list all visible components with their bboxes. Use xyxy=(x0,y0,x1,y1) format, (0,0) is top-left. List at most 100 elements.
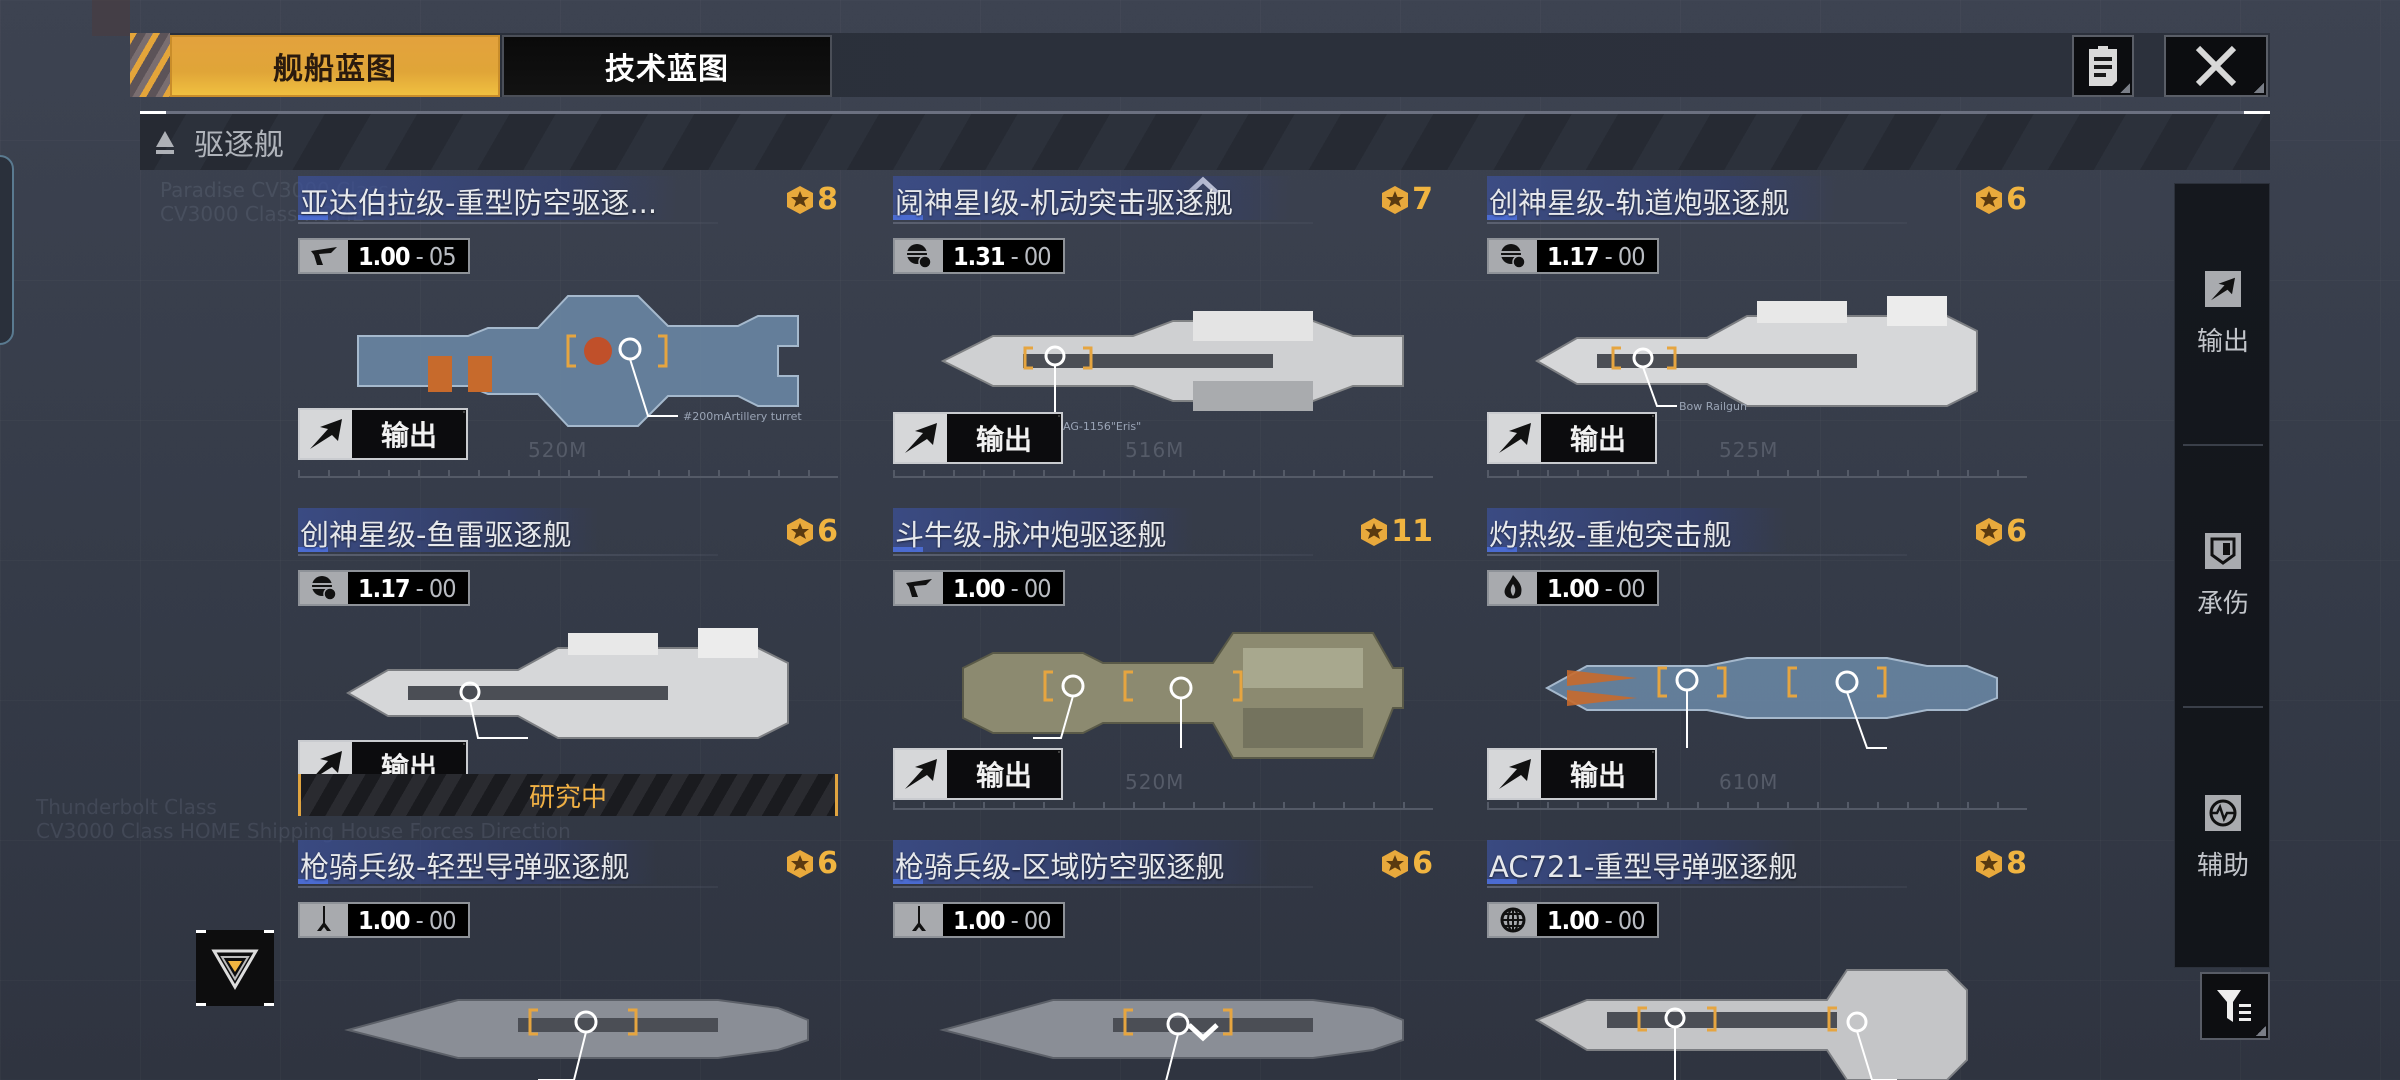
output-label: 输出 xyxy=(1541,750,1655,798)
svg-text:#200mArtillery turret: #200mArtillery turret xyxy=(683,410,802,423)
output-button[interactable]: 输出 xyxy=(1487,412,1657,464)
stat-badge: 1.00 - 00 xyxy=(298,902,470,938)
output-arrow-icon xyxy=(310,419,342,449)
ship-name: 亚达伯拉级-重型防空驱逐... xyxy=(300,186,658,220)
guide-line xyxy=(298,222,718,224)
divider xyxy=(2183,444,2263,446)
output-arrow-icon xyxy=(905,423,937,453)
stat-badge: 1.31 - 00 xyxy=(893,238,1065,274)
ship-blueprint-image xyxy=(1544,657,1998,749)
ship-card[interactable]: 枪骑兵级-轻型导弹驱逐舰 6 1.00 - 00 xyxy=(298,840,838,1080)
ship-card[interactable]: 亚达伯拉级-重型防空驱逐... 8 1.00 - 05 #200mArtille… xyxy=(298,176,838,486)
ship-image xyxy=(345,628,789,739)
ship-name: 灼热级-重炮突击舰 xyxy=(1489,518,1732,552)
output-button[interactable]: 输出 xyxy=(893,412,1063,464)
gear-shield-icon xyxy=(907,244,932,269)
rank-badge: 8 xyxy=(1974,846,2027,881)
rank-badge: 6 xyxy=(785,514,838,549)
ship-blueprint-image: #200mArtillery turret xyxy=(357,295,802,427)
corner-decoration xyxy=(92,0,130,36)
output-arrow-icon xyxy=(1499,759,1531,789)
ship-name: 阋神星I级-机动突击驱逐舰 xyxy=(895,186,1234,220)
section-title: 驱逐舰 xyxy=(194,128,284,163)
rank-value: 8 xyxy=(2006,846,2027,881)
length-label: 610M xyxy=(1719,770,1779,794)
filter-support[interactable]: 辅助 xyxy=(2175,708,2271,968)
filter-label: 辅助 xyxy=(2196,850,2249,881)
stat-badge: 1.17 - 00 xyxy=(1487,238,1659,274)
rank-value: 11 xyxy=(1391,514,1433,549)
stat-main: 1.00 xyxy=(953,573,1005,603)
length-label: 516M xyxy=(1125,438,1185,462)
output-arrow-icon xyxy=(1499,423,1531,453)
ship-card[interactable]: 灼热级-重炮突击舰 6 1.00 - 00 610M 输出 xyxy=(1487,508,2027,818)
tab-tech-blueprint[interactable]: 技术蓝图 xyxy=(502,35,832,97)
stat-main: 1.31 xyxy=(953,241,1005,271)
stat-badge: 1.00 - 00 xyxy=(1487,902,1659,938)
ship-card[interactable]: 阋神星I级-机动突击驱逐舰 7 1.31 - 00 AG-1156"Eris" … xyxy=(893,176,1433,486)
rank-badge: 11 xyxy=(1359,514,1433,549)
section-header-destroyer[interactable]: 驱逐舰 xyxy=(140,114,2270,170)
output-arrow-icon xyxy=(310,751,342,781)
stat-sub: 00 xyxy=(1023,905,1052,935)
scale-ruler xyxy=(298,464,838,478)
rank-value: 6 xyxy=(817,514,838,549)
rank-star-icon xyxy=(787,849,814,878)
tab-ship-blueprint[interactable]: 舰船蓝图 xyxy=(170,35,500,97)
tab-label: 技术蓝图 xyxy=(605,52,729,87)
rank-badge: 6 xyxy=(1974,514,2027,549)
output-button[interactable]: 输出 xyxy=(298,408,468,460)
svg-text:AG-1156"Eris": AG-1156"Eris" xyxy=(1063,420,1141,433)
research-status-bar: 研究中 xyxy=(298,774,838,816)
scroll-down-chevron-icon[interactable] xyxy=(1186,1022,1220,1042)
guide-line xyxy=(1487,222,1907,224)
ship-name: 创神星级-鱼雷驱逐舰 xyxy=(300,518,572,552)
title-banner xyxy=(298,508,598,552)
filter-funnel-icon xyxy=(2217,990,2251,1022)
stat-badge: 1.00 - 00 xyxy=(893,902,1065,938)
rank-badge: 7 xyxy=(1380,182,1433,217)
output-button[interactable]: 输出 xyxy=(1487,748,1657,800)
stat-main: 1.00 xyxy=(358,905,410,935)
tab-label: 舰船蓝图 xyxy=(273,52,397,87)
output-label: 输出 xyxy=(947,750,1061,798)
stat-main: 1.17 xyxy=(358,573,410,603)
gear-shield-icon xyxy=(1501,244,1526,269)
stat-main: 1.17 xyxy=(1547,241,1599,271)
ship-card[interactable]: 枪骑兵级-区域防空驱逐舰 6 1.00 - 00 xyxy=(893,840,1433,1080)
output-button[interactable]: 输出 xyxy=(893,748,1063,800)
ship-card[interactable]: 创神星级-鱼雷驱逐舰 6 1.17 - 00 输出 研究中 xyxy=(298,508,838,818)
flame-icon xyxy=(1504,575,1522,599)
ship-image: Bow Railgun xyxy=(1534,296,1978,413)
filter-label: 承伤 xyxy=(2196,588,2249,619)
speed-icon xyxy=(311,247,337,265)
filter-label: 输出 xyxy=(2196,326,2249,357)
title-banner xyxy=(893,508,1193,552)
rank-star-icon xyxy=(1382,849,1409,878)
output-label: 输出 xyxy=(352,410,466,458)
title-banner xyxy=(1487,840,1797,884)
title-banner xyxy=(893,840,1273,884)
ship-card[interactable]: 创神星级-轨道炮驱逐舰 6 1.17 - 00 Bow Railgun 525M… xyxy=(1487,176,2027,486)
rank-star-icon xyxy=(787,517,814,546)
gear-shield-icon xyxy=(312,576,337,601)
faction-menu-button[interactable] xyxy=(196,930,274,1006)
ship-card[interactable]: 斗牛级-脉冲炮驱逐舰 11 1.00 - 00 520M 输出 xyxy=(893,508,1433,818)
shield-icon xyxy=(2210,537,2236,565)
filter-output[interactable]: 输出 xyxy=(2175,184,2271,444)
rank-value: 6 xyxy=(2006,514,2027,549)
side-drawer-handle[interactable] xyxy=(0,155,14,345)
guide-line xyxy=(1487,886,1907,888)
title-banner xyxy=(298,176,678,220)
stat-badge: 1.00 - 00 xyxy=(893,570,1065,606)
close-button[interactable] xyxy=(2164,35,2268,97)
support-pulse-icon xyxy=(2209,799,2237,826)
sort-filter-button[interactable] xyxy=(2200,972,2270,1040)
notes-button[interactable] xyxy=(2072,35,2134,97)
close-icon xyxy=(2195,45,2237,87)
output-label: 输出 xyxy=(1541,414,1655,462)
ship-card[interactable]: AC721-重型导弹驱逐舰 8 1.00 - 00 xyxy=(1487,840,2027,1080)
filter-tank[interactable]: 承伤 xyxy=(2175,446,2271,706)
stat-sub: 00 xyxy=(428,573,457,603)
rank-badge: 6 xyxy=(785,846,838,881)
